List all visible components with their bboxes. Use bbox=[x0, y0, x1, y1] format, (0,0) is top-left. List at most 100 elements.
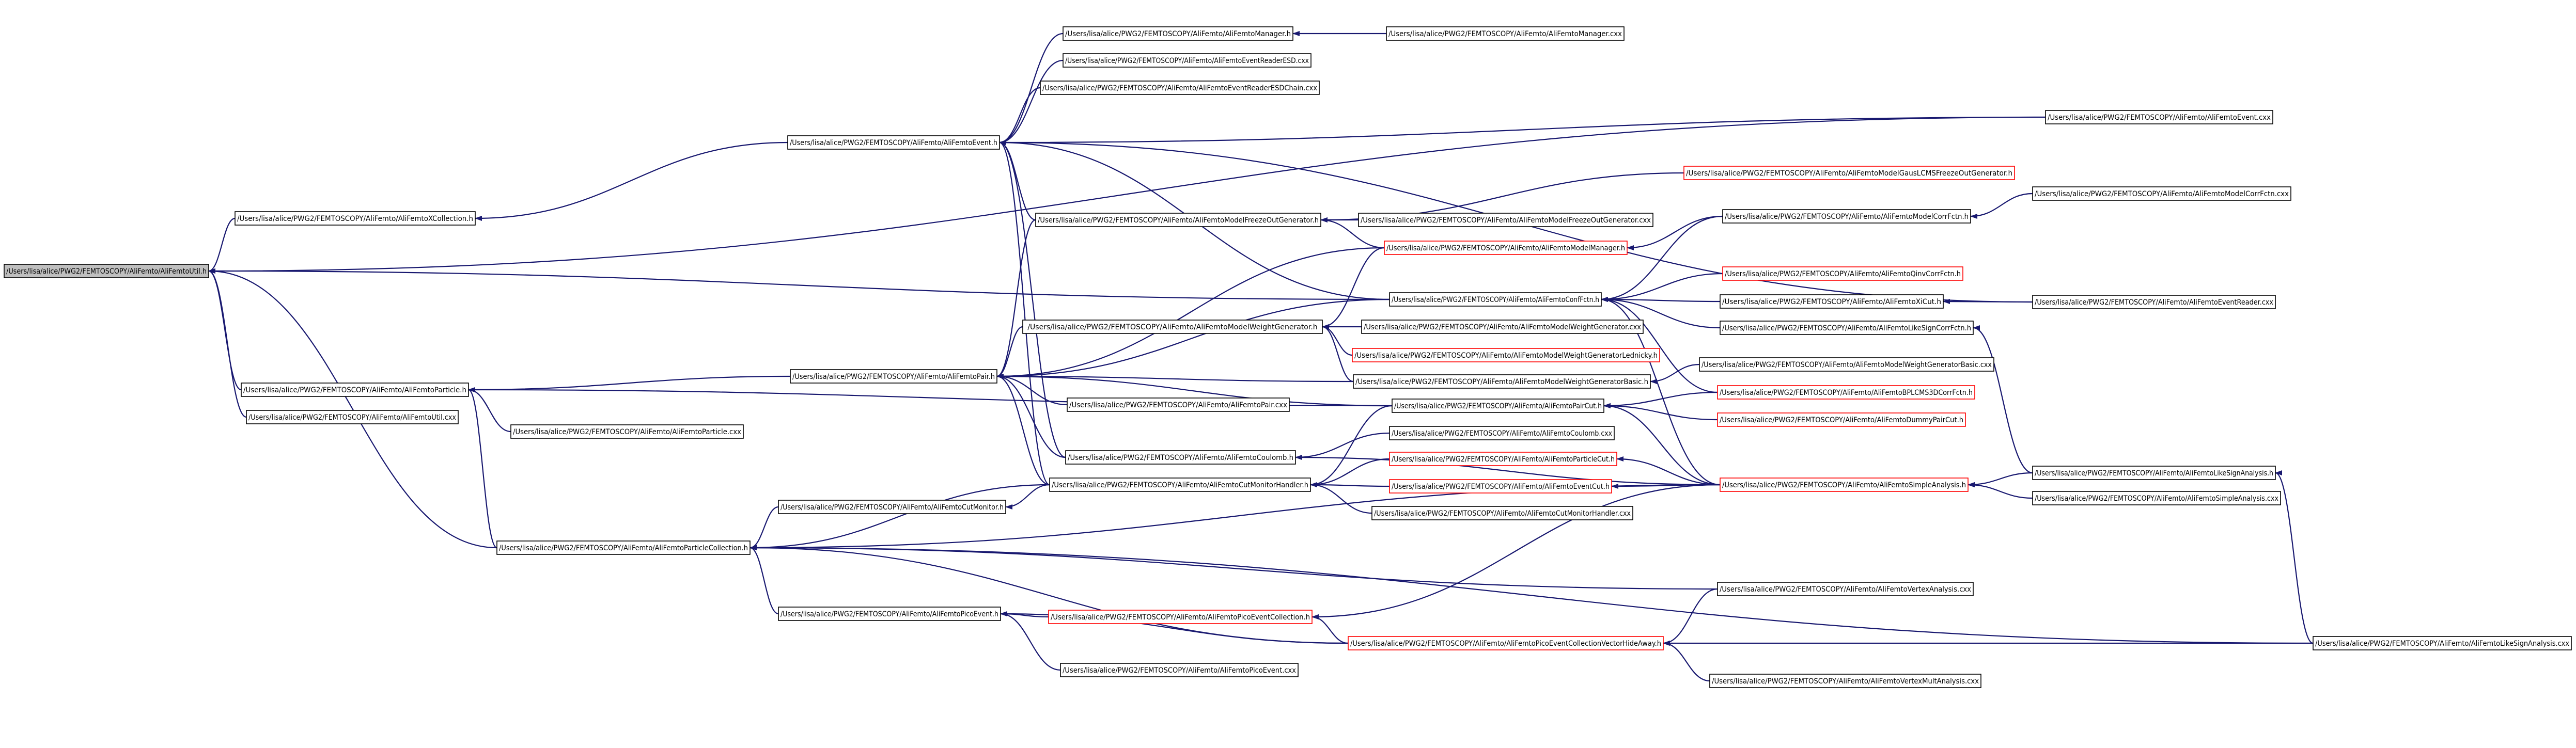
graph-node-AliFemtoVertexAnalysis_cxx[interactable]: /Users/lisa/alice/PWG2/FEMTOSCOPY/AliFem… bbox=[1717, 582, 1974, 596]
graph-node-AliFemtoPair_h[interactable]: /Users/lisa/alice/PWG2/FEMTOSCOPY/AliFem… bbox=[790, 369, 997, 384]
node-box bbox=[1717, 385, 1975, 400]
graph-node-AliFemtoModelCorrFctn_cxx[interactable]: /Users/lisa/alice/PWG2/FEMTOSCOPY/AliFem… bbox=[2032, 186, 2291, 201]
graph-node-AliFemtoXCollection_h[interactable]: /Users/lisa/alice/PWG2/FEMTOSCOPY/AliFem… bbox=[235, 211, 476, 226]
node-label: /Users/lisa/alice/PWG2/FEMTOSCOPY/AliFem… bbox=[1712, 677, 1979, 686]
graph-node-AliFemtoUtil_cxx[interactable]: /Users/lisa/alice/PWG2/FEMTOSCOPY/AliFem… bbox=[246, 410, 459, 424]
node-box bbox=[1065, 450, 1296, 465]
node-label: /Users/lisa/alice/PWG2/FEMTOSCOPY/AliFem… bbox=[1394, 402, 1602, 410]
edge-AliFemtoPicoEventCollectionVectorHideAway_h-to-AliFemtoPicoEventCollection_h bbox=[1312, 614, 1349, 644]
graph-node-AliFemtoPicoEventCollection_h[interactable]: /Users/lisa/alice/PWG2/FEMTOSCOPY/AliFem… bbox=[1048, 610, 1313, 624]
graph-node-AliFemtoEvent_cxx[interactable]: /Users/lisa/alice/PWG2/FEMTOSCOPY/AliFem… bbox=[2045, 110, 2273, 124]
graph-node-AliFemtoManager_h[interactable]: /Users/lisa/alice/PWG2/FEMTOSCOPY/AliFem… bbox=[1063, 26, 1293, 41]
graph-node-AliFemtoPair_cxx[interactable]: /Users/lisa/alice/PWG2/FEMTOSCOPY/AliFem… bbox=[1067, 397, 1290, 412]
node-box bbox=[1371, 506, 1633, 520]
node-label: /Users/lisa/alice/PWG2/FEMTOSCOPY/AliFem… bbox=[1063, 666, 1296, 675]
edge-AliFemtoManager_h-to-AliFemtoEvent_h bbox=[999, 33, 1064, 145]
graph-node-AliFemtoParticle_h[interactable]: /Users/lisa/alice/PWG2/FEMTOSCOPY/AliFem… bbox=[241, 383, 469, 397]
graph-node-AliFemtoModelGausLCMSFreezeOutGenerator_h[interactable]: /Users/lisa/alice/PWG2/FEMTOSCOPY/AliFem… bbox=[1683, 166, 2015, 180]
graph-node-AliFemtoConfFctn_h[interactable]: /Users/lisa/alice/PWG2/FEMTOSCOPY/AliFem… bbox=[1389, 292, 1602, 307]
node-box bbox=[1035, 213, 1321, 227]
graph-node-AliFemtoCoulomb_cxx[interactable]: /Users/lisa/alice/PWG2/FEMTOSCOPY/AliFem… bbox=[1389, 426, 1615, 440]
graph-node-AliFemtoEventReader_cxx[interactable]: /Users/lisa/alice/PWG2/FEMTOSCOPY/AliFem… bbox=[2032, 295, 2276, 309]
edge-AliFemtoEvent_cxx-to-AliFemtoEvent_h bbox=[999, 116, 2046, 145]
edge-AliFemtoLikeSignAnalysis_cxx-to-AliFemtoLikeSignAnalysis_h bbox=[2275, 470, 2314, 644]
node-box bbox=[1389, 479, 1612, 494]
graph-node-AliFemtoEventCut_h[interactable]: /Users/lisa/alice/PWG2/FEMTOSCOPY/AliFem… bbox=[1389, 479, 1612, 494]
graph-node-AliFemtoPicoEventCollectionVectorHideAway_h[interactable]: /Users/lisa/alice/PWG2/FEMTOSCOPY/AliFem… bbox=[1348, 636, 1664, 650]
edge-AliFemtoParticleCollection_h-to-AliFemtoUtil_h bbox=[208, 268, 497, 549]
node-label: /Users/lisa/alice/PWG2/FEMTOSCOPY/AliFem… bbox=[790, 139, 997, 147]
graph-node-AliFemtoPicoEvent_cxx[interactable]: /Users/lisa/alice/PWG2/FEMTOSCOPY/AliFem… bbox=[1060, 663, 1299, 677]
edge-AliFemtoLikeSignAnalysis_h-to-AliFemtoLikeSignCorrFctn_h bbox=[1973, 325, 2033, 474]
graph-node-AliFemtoCoulomb_h[interactable]: /Users/lisa/alice/PWG2/FEMTOSCOPY/AliFem… bbox=[1065, 450, 1296, 465]
node-label: /Users/lisa/alice/PWG2/FEMTOSCOPY/AliFem… bbox=[1392, 429, 1612, 438]
graph-node-AliFemtoModelManager_h[interactable]: /Users/lisa/alice/PWG2/FEMTOSCOPY/AliFem… bbox=[1384, 241, 1628, 255]
edge-AliFemtoCoulomb_h-to-AliFemtoEvent_h bbox=[999, 140, 1066, 458]
graph-node-AliFemtoModelWeightGenerator_cxx[interactable]: /Users/lisa/alice/PWG2/FEMTOSCOPY/AliFem… bbox=[1361, 320, 1644, 334]
graph-node-AliFemtoModelFreezeOutGenerator_h[interactable]: /Users/lisa/alice/PWG2/FEMTOSCOPY/AliFem… bbox=[1035, 213, 1321, 227]
node-label: /Users/lisa/alice/PWG2/FEMTOSCOPY/AliFem… bbox=[2035, 298, 2273, 307]
graph-node-AliFemtoParticle_cxx[interactable]: /Users/lisa/alice/PWG2/FEMTOSCOPY/AliFem… bbox=[510, 424, 744, 439]
node-label: /Users/lisa/alice/PWG2/FEMTOSCOPY/AliFem… bbox=[1051, 613, 1310, 622]
graph-node-AliFemtoXiCut_h[interactable]: /Users/lisa/alice/PWG2/FEMTOSCOPY/AliFem… bbox=[1720, 294, 1944, 309]
edge-AliFemtoCutMonitorHandler_h-to-AliFemtoCutMonitor_h bbox=[1005, 484, 1050, 510]
graph-node-AliFemtoParticleCollection_h[interactable]: /Users/lisa/alice/PWG2/FEMTOSCOPY/AliFem… bbox=[496, 540, 751, 555]
graph-node-AliFemtoModelWeightGenerator_h[interactable]: /Users/lisa/alice/PWG2/FEMTOSCOPY/AliFem… bbox=[1022, 320, 1323, 334]
graph-node-AliFemtoBPLCMS3DCorrFctn_h[interactable]: /Users/lisa/alice/PWG2/FEMTOSCOPY/AliFem… bbox=[1717, 385, 1975, 400]
node-box bbox=[2313, 636, 2572, 650]
graph-node-AliFemtoLikeSignCorrFctn_h[interactable]: /Users/lisa/alice/PWG2/FEMTOSCOPY/AliFem… bbox=[1720, 321, 1974, 335]
graph-node-AliFemtoCutMonitorHandler_cxx[interactable]: /Users/lisa/alice/PWG2/FEMTOSCOPY/AliFem… bbox=[1371, 506, 1633, 520]
graph-node-AliFemtoPicoEvent_h[interactable]: /Users/lisa/alice/PWG2/FEMTOSCOPY/AliFem… bbox=[778, 607, 1001, 621]
edge-AliFemtoSimpleAnalysis_h-to-AliFemtoPicoEventCollection_h bbox=[1312, 484, 1721, 619]
node-label: /Users/lisa/alice/PWG2/FEMTOSCOPY/AliFem… bbox=[1065, 30, 1291, 38]
graph-node-AliFemtoModelWeightGeneratorBasic_h[interactable]: /Users/lisa/alice/PWG2/FEMTOSCOPY/AliFem… bbox=[1353, 374, 1651, 389]
graph-node-AliFemtoUtil_h[interactable]: /Users/lisa/alice/PWG2/FEMTOSCOPY/AliFem… bbox=[4, 264, 209, 278]
edge-AliFemtoLikeSignCorrFctn_h-to-AliFemtoConfFctn_h bbox=[1601, 297, 1721, 329]
edge-AliFemtoCutMonitorHandler_cxx-to-AliFemtoCutMonitorHandler_h bbox=[1310, 482, 1372, 514]
graph-node-AliFemtoSimpleAnalysis_h[interactable]: /Users/lisa/alice/PWG2/FEMTOSCOPY/AliFem… bbox=[1720, 478, 1969, 492]
graph-node-AliFemtoSimpleAnalysis_cxx[interactable]: /Users/lisa/alice/PWG2/FEMTOSCOPY/AliFem… bbox=[2032, 491, 2281, 505]
node-box bbox=[235, 211, 476, 226]
edge-AliFemtoVertexAnalysis_cxx-to-AliFemtoParticleCollection_h bbox=[750, 545, 1718, 590]
graph-node-AliFemtoModelWeightGeneratorLednicky_h[interactable]: /Users/lisa/alice/PWG2/FEMTOSCOPY/AliFem… bbox=[1352, 348, 1660, 362]
node-label: /Users/lisa/alice/PWG2/FEMTOSCOPY/AliFem… bbox=[1392, 483, 1610, 491]
graph-node-AliFemtoCutMonitor_h[interactable]: /Users/lisa/alice/PWG2/FEMTOSCOPY/AliFem… bbox=[778, 500, 1006, 514]
graph-node-AliFemtoDummyPairCut_h[interactable]: /Users/lisa/alice/PWG2/FEMTOSCOPY/AliFem… bbox=[1717, 412, 1966, 427]
node-label: /Users/lisa/alice/PWG2/FEMTOSCOPY/AliFem… bbox=[1722, 481, 1966, 489]
edge-AliFemtoDummyPairCut_h-to-AliFemtoPairCut_h bbox=[1603, 403, 1718, 421]
graph-node-AliFemtoPairCut_h[interactable]: /Users/lisa/alice/PWG2/FEMTOSCOPY/AliFem… bbox=[1392, 399, 1604, 413]
node-box bbox=[1067, 397, 1290, 412]
graph-node-AliFemtoModelCorrFctn_h[interactable]: /Users/lisa/alice/PWG2/FEMTOSCOPY/AliFem… bbox=[1722, 209, 1971, 224]
edge-AliFemtoCutMonitorHandler_h-to-AliFemtoEvent_h bbox=[999, 140, 1050, 486]
edge-AliFemtoParticle_h-to-AliFemtoUtil_h bbox=[208, 268, 242, 391]
graph-node-AliFemtoEvent_h[interactable]: /Users/lisa/alice/PWG2/FEMTOSCOPY/AliFem… bbox=[787, 135, 1000, 150]
graph-node-AliFemtoEventReaderESDChain_cxx[interactable]: /Users/lisa/alice/PWG2/FEMTOSCOPY/AliFem… bbox=[1040, 81, 1320, 95]
graph-node-AliFemtoCutMonitorHandler_h[interactable]: /Users/lisa/alice/PWG2/FEMTOSCOPY/AliFem… bbox=[1049, 478, 1311, 492]
node-label: /Users/lisa/alice/PWG2/FEMTOSCOPY/AliFem… bbox=[248, 413, 456, 422]
graph-node-AliFemtoParticleCut_h[interactable]: /Users/lisa/alice/PWG2/FEMTOSCOPY/AliFem… bbox=[1389, 452, 1617, 466]
node-box bbox=[1392, 399, 1604, 413]
node-label: /Users/lisa/alice/PWG2/FEMTOSCOPY/AliFem… bbox=[1725, 213, 1969, 221]
node-label: /Users/lisa/alice/PWG2/FEMTOSCOPY/AliFem… bbox=[1364, 323, 1641, 331]
graph-node-AliFemtoManager_cxx[interactable]: /Users/lisa/alice/PWG2/FEMTOSCOPY/AliFem… bbox=[1386, 26, 1625, 41]
edge-AliFemtoXCollection_h-to-AliFemtoUtil_h bbox=[208, 217, 236, 274]
graph-node-AliFemtoLikeSignAnalysis_h[interactable]: /Users/lisa/alice/PWG2/FEMTOSCOPY/AliFem… bbox=[2032, 466, 2276, 480]
node-label: /Users/lisa/alice/PWG2/FEMTOSCOPY/AliFem… bbox=[2035, 495, 2278, 503]
edge-AliFemtoSimpleAnalysis_h-to-AliFemtoParticleCut_h bbox=[1616, 456, 1721, 486]
node-label: /Users/lisa/alice/PWG2/FEMTOSCOPY/AliFem… bbox=[1042, 84, 1317, 92]
graph-node-AliFemtoEventReaderESD_cxx[interactable]: /Users/lisa/alice/PWG2/FEMTOSCOPY/AliFem… bbox=[1063, 53, 1312, 68]
edge-AliFemtoModelFreezeOutGenerator_h-to-AliFemtoPair_h bbox=[996, 219, 1036, 379]
node-box bbox=[778, 500, 1006, 514]
graph-node-AliFemtoModelWeightGeneratorBasic_cxx[interactable]: /Users/lisa/alice/PWG2/FEMTOSCOPY/AliFem… bbox=[1699, 357, 1994, 372]
edge-AliFemtoXiCut_h-to-AliFemtoConfFctn_h bbox=[1601, 297, 1721, 303]
node-box bbox=[1022, 320, 1323, 334]
graph-node-AliFemtoLikeSignAnalysis_cxx[interactable]: /Users/lisa/alice/PWG2/FEMTOSCOPY/AliFem… bbox=[2313, 636, 2572, 650]
graph-node-AliFemtoModelFreezeOutGenerator_cxx[interactable]: /Users/lisa/alice/PWG2/FEMTOSCOPY/AliFem… bbox=[1358, 213, 1653, 227]
node-box bbox=[1720, 294, 1944, 309]
edge-AliFemtoModelCorrFctn_h-to-AliFemtoModelManager_h bbox=[1627, 215, 1723, 250]
edge-AliFemtoLikeSignAnalysis_cxx-to-AliFemtoParticleCollection_h bbox=[750, 545, 2314, 644]
graph-node-AliFemtoQinvCorrFctn_h[interactable]: /Users/lisa/alice/PWG2/FEMTOSCOPY/AliFem… bbox=[1722, 266, 1963, 281]
node-label: /Users/lisa/alice/PWG2/FEMTOSCOPY/AliFem… bbox=[1720, 389, 1973, 397]
node-box bbox=[1348, 636, 1664, 650]
graph-node-AliFemtoVertexMultAnalysis_cxx[interactable]: /Users/lisa/alice/PWG2/FEMTOSCOPY/AliFem… bbox=[1709, 674, 1981, 688]
